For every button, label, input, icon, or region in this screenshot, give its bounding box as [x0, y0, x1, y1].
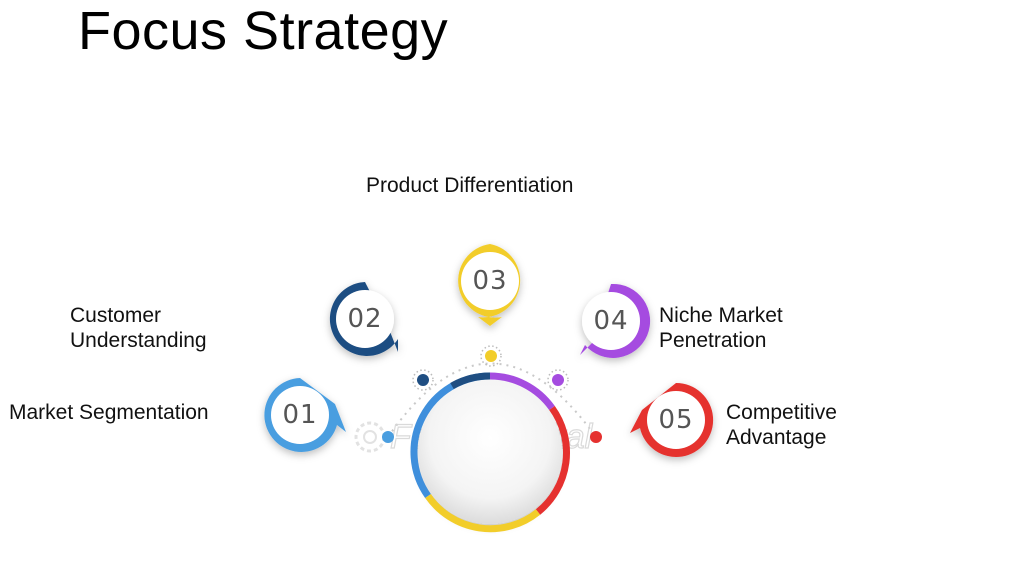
- badge-01: [264, 378, 346, 452]
- label-line: Customer: [70, 304, 162, 327]
- dot-03: [480, 345, 502, 367]
- badge-number-05: 05: [658, 405, 693, 435]
- ring-segment-navy: [450, 372, 491, 390]
- label-customer-understanding: Customer Understanding: [70, 303, 207, 353]
- ring-segment-purple: [489, 372, 555, 411]
- dot-04: [547, 369, 569, 391]
- label-line: Market Segmentation: [9, 401, 209, 424]
- badge-04: [580, 283, 651, 358]
- label-competitive-advantage: Competitive Advantage: [726, 400, 837, 450]
- label-line: Product Differentiation: [366, 174, 574, 197]
- label-niche-market-penetration: Niche Market Penetration: [659, 303, 783, 353]
- central-disc: [418, 380, 562, 524]
- badge-number-01: 01: [282, 400, 317, 430]
- dot-02: [412, 369, 434, 391]
- badge-number-02: 02: [347, 304, 382, 334]
- badge-number-04: 04: [593, 306, 628, 336]
- label-market-segmentation: Market Segmentation: [9, 400, 209, 425]
- watermark-gear-icon: [354, 421, 386, 453]
- label-line: Understanding: [70, 329, 207, 352]
- page-title: Focus Strategy: [78, 1, 449, 61]
- badge-number-03: 03: [472, 266, 507, 296]
- ring-segment-red: [535, 405, 570, 515]
- label-line: Penetration: [659, 329, 767, 352]
- central-ring: [410, 372, 570, 533]
- ring-segment-yellow: [425, 493, 541, 533]
- label-line: Competitive: [726, 401, 837, 424]
- badge-02: [329, 282, 398, 356]
- dot-01: [382, 431, 394, 443]
- badge-03: [458, 244, 521, 326]
- label-product-differentiation: Product Differentiation: [366, 173, 573, 198]
- label-line: Niche Market: [659, 304, 783, 327]
- dotted-connector-arc: [387, 362, 597, 438]
- dot-05: [590, 431, 602, 443]
- badge-05: [630, 382, 714, 457]
- label-line: Advantage: [726, 426, 827, 449]
